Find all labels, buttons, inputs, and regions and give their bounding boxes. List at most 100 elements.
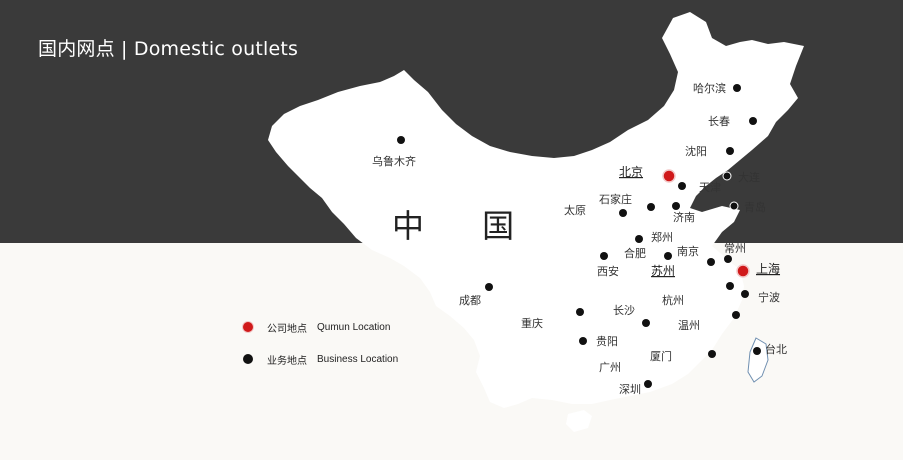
city-chongqing[interactable]: 重庆 <box>521 308 584 330</box>
city-label-nanjing: 南京 <box>677 244 699 258</box>
city-label-wenzhou: 温州 <box>678 319 700 332</box>
business-dot[interactable] <box>729 201 739 211</box>
city-label-qingdao: 青岛 <box>744 200 766 214</box>
taiwan-shape <box>747 337 769 383</box>
business-dot[interactable] <box>485 283 493 291</box>
city-label-jinan: 济南 <box>673 210 695 224</box>
city-shanghai[interactable]: 上海 <box>736 261 780 278</box>
business-dot[interactable] <box>749 117 757 125</box>
page-title: 国内网点 | Domestic outlets <box>38 38 299 60</box>
city-label-zhengzhou: 郑州 <box>651 230 673 244</box>
hainan-shape <box>566 410 592 432</box>
business-dot[interactable] <box>724 255 732 263</box>
city-taipei[interactable]: 台北 <box>753 342 787 356</box>
business-dot[interactable] <box>722 171 732 181</box>
city-label-taiyuan: 太原 <box>564 204 586 217</box>
city-beijing[interactable]: 北京 <box>619 165 676 183</box>
business-dot[interactable] <box>733 84 741 92</box>
city-xiamen[interactable]: 厦门 <box>650 349 716 363</box>
legend-item-business: 业务地点 Business Location <box>243 350 398 368</box>
city-label-shanghai: 上海 <box>756 261 780 276</box>
business-dot[interactable] <box>726 147 734 155</box>
city-label-harbin: 哈尔滨 <box>693 81 726 95</box>
legend-item-hq: 公司地点 Qumun Location <box>243 318 398 336</box>
city-label-shijiazhuang: 石家庄 <box>599 192 632 206</box>
city-changsha[interactable]: 长沙 <box>613 304 650 327</box>
business-dot[interactable] <box>708 350 716 358</box>
city-hefei[interactable]: 合肥 <box>624 246 672 260</box>
business-dot[interactable] <box>664 252 672 260</box>
city-zhengzhou[interactable]: 郑州 <box>635 230 673 244</box>
city-chengdu[interactable]: 成都 <box>459 283 493 307</box>
legend-business-en: Business Location <box>317 353 399 365</box>
city-label-ningbo: 宁波 <box>758 290 780 304</box>
city-jinan[interactable]: 济南 <box>672 202 695 224</box>
city-label-chongqing: 重庆 <box>521 316 543 330</box>
hq-dot[interactable] <box>662 169 676 183</box>
city-guangzhou[interactable]: 广州 <box>599 361 621 374</box>
business-dot[interactable] <box>397 136 405 144</box>
city-taiyuan[interactable]: 太原 <box>564 204 627 217</box>
business-dot[interactable] <box>753 347 761 355</box>
city-label-hangzhou: 杭州 <box>662 293 684 307</box>
city-harbin[interactable]: 哈尔滨 <box>693 81 741 95</box>
business-dot[interactable] <box>600 252 608 260</box>
city-ningbo[interactable]: 宁波 <box>741 290 780 304</box>
legend-hq-en: Qumun Location <box>317 321 391 333</box>
city-shenyang[interactable]: 沈阳 <box>685 144 734 158</box>
city-label-shenzhen: 深圳 <box>619 383 641 396</box>
city-qingdao[interactable]: 青岛 <box>729 200 766 214</box>
business-dot[interactable] <box>644 380 652 388</box>
city-guiyang[interactable]: 贵阳 <box>579 335 618 348</box>
business-dot[interactable] <box>576 308 584 316</box>
city-urumqi[interactable]: 乌鲁木齐 <box>372 136 416 168</box>
city-label-beijing: 北京 <box>619 165 643 179</box>
business-dot[interactable] <box>579 337 587 345</box>
business-dot[interactable] <box>741 290 749 298</box>
city-nanjing[interactable]: 南京 <box>677 244 715 266</box>
city-label-xiamen: 厦门 <box>650 349 672 363</box>
city-dalian[interactable]: 大连 <box>722 170 760 184</box>
city-label-changzhou: 常州 <box>724 242 746 255</box>
city-wenzhou[interactable]: 温州 <box>678 311 740 332</box>
mainland-shape <box>268 12 804 408</box>
business-dot-icon <box>243 354 253 364</box>
city-label-changchun: 长春 <box>708 115 730 128</box>
city-label-urumqi: 乌鲁木齐 <box>372 154 416 168</box>
business-dot[interactable] <box>732 311 740 319</box>
city-markers: 哈尔滨 长春 沈阳 大连 北京 天津 青岛 <box>372 81 787 396</box>
business-dot[interactable] <box>619 209 627 217</box>
city-hangzhou[interactable]: 杭州 <box>662 282 734 307</box>
city-label-guangzhou: 广州 <box>599 361 621 374</box>
legend-business-cn: 业务地点 <box>267 355 307 367</box>
city-label-dalian: 大连 <box>738 170 760 184</box>
city-suzhou[interactable]: 苏州 <box>651 264 675 278</box>
city-shijiazhuang[interactable]: 石家庄 <box>599 192 655 211</box>
business-dot[interactable] <box>647 203 655 211</box>
city-label-xian: 西安 <box>597 264 619 278</box>
city-label-hefei: 合肥 <box>624 246 646 260</box>
business-dot[interactable] <box>726 282 734 290</box>
city-changchun[interactable]: 长春 <box>708 115 757 128</box>
city-label-taipei: 台北 <box>765 342 787 356</box>
city-label-suzhou: 苏州 <box>651 264 675 278</box>
city-label-shenyang: 沈阳 <box>685 144 707 158</box>
city-xian[interactable]: 西安 <box>597 252 619 278</box>
city-tianjin[interactable]: 天津 <box>678 181 721 194</box>
city-label-guiyang: 贵阳 <box>596 335 618 348</box>
city-label-tianjin: 天津 <box>699 181 721 194</box>
hq-dot[interactable] <box>736 264 750 278</box>
business-dot[interactable] <box>707 258 715 266</box>
business-dot[interactable] <box>678 182 686 190</box>
country-label: 中 国 <box>392 207 538 245</box>
map-legend: 公司地点 Qumun Location 业务地点 Business Locati… <box>243 318 398 382</box>
hq-dot-icon <box>243 322 253 332</box>
business-dot[interactable] <box>672 202 680 210</box>
city-label-changsha: 长沙 <box>613 304 635 317</box>
city-changzhou[interactable]: 常州 <box>724 242 746 263</box>
city-shenzhen[interactable]: 深圳 <box>619 380 652 396</box>
business-dot[interactable] <box>635 235 643 243</box>
business-dot[interactable] <box>642 319 650 327</box>
legend-hq-cn: 公司地点 <box>267 323 307 335</box>
